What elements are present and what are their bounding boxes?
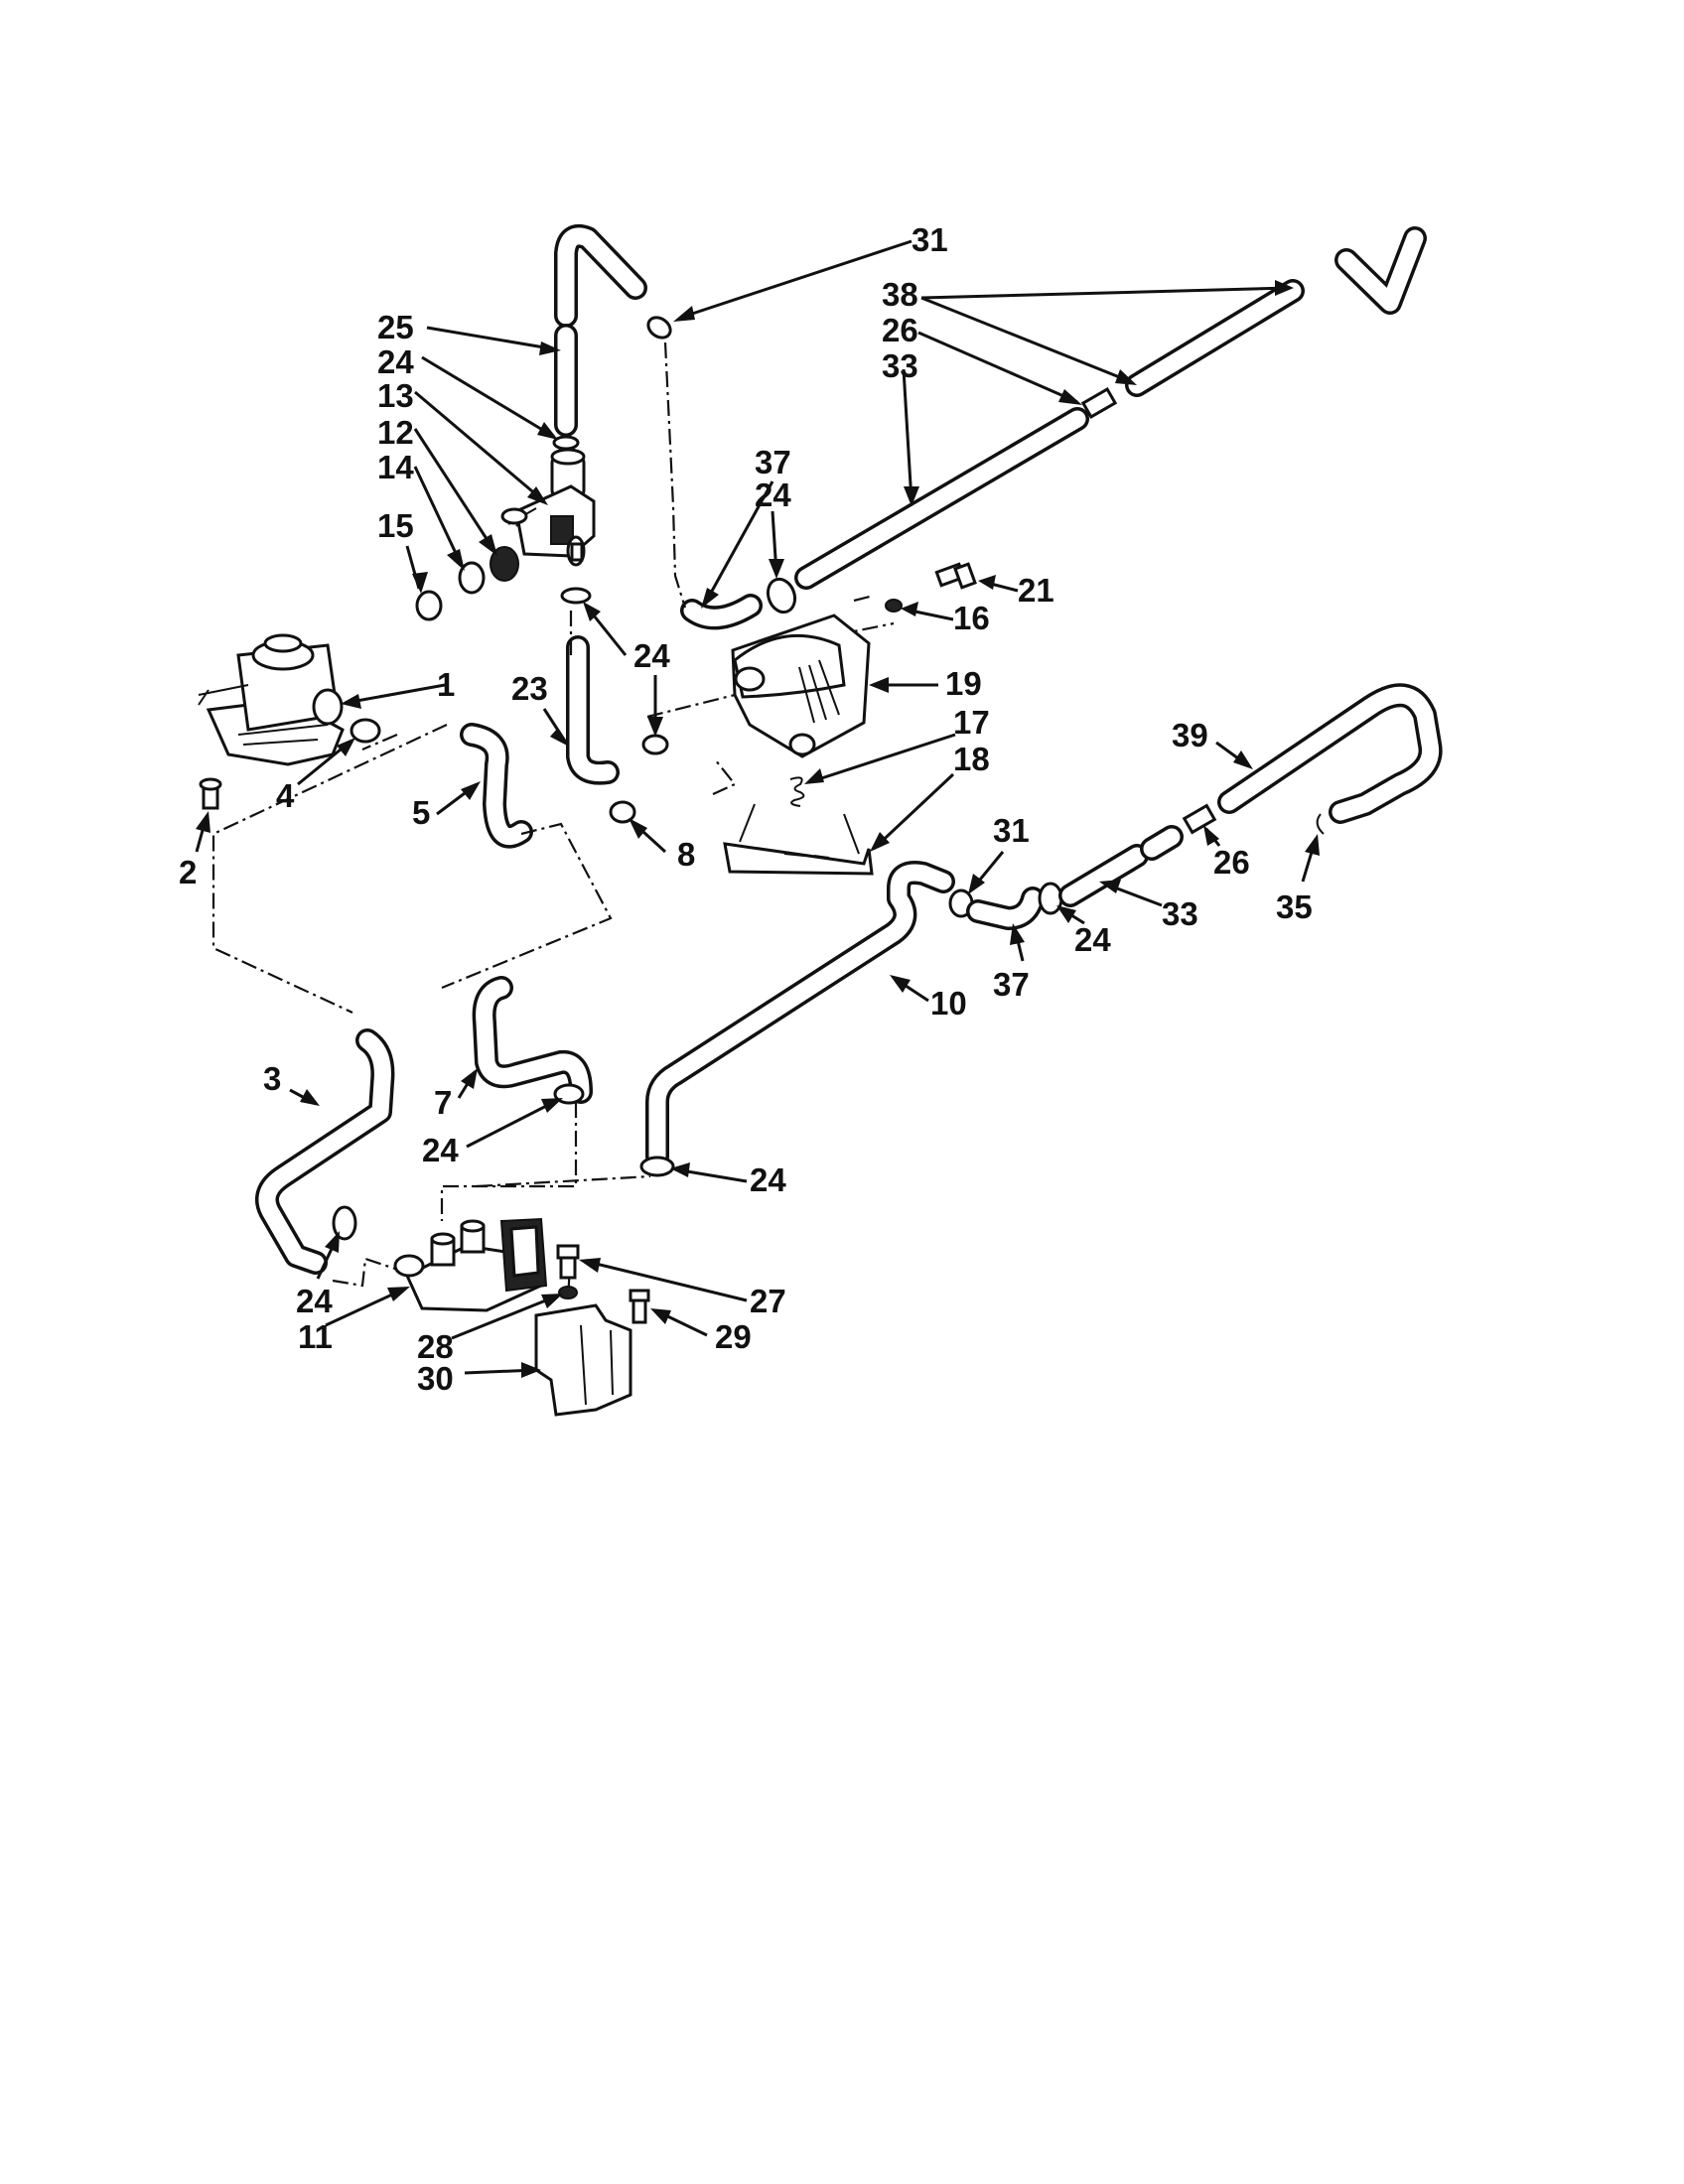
hose-5 xyxy=(460,723,533,849)
tube-33-lower xyxy=(1058,825,1184,907)
bracket-18 xyxy=(723,803,874,876)
label-11: 11 xyxy=(298,1318,333,1355)
hose-10 xyxy=(645,861,955,1168)
label-4: 4 xyxy=(276,777,295,814)
clamp-24-hose-3 xyxy=(332,1205,357,1241)
label-13: 13 xyxy=(377,377,414,414)
label-5: 5 xyxy=(412,794,430,831)
clamp-31-top xyxy=(646,316,672,340)
label-33-lower: 33 xyxy=(1162,895,1198,932)
label-39: 39 xyxy=(1172,717,1208,753)
connector-26-upper xyxy=(1080,387,1118,419)
label-24-valve-top: 24 xyxy=(377,343,414,380)
label-24-dome: 24 xyxy=(633,637,670,674)
washer-24-valve-bottom xyxy=(560,587,592,605)
clamp-8 xyxy=(609,800,636,824)
label-27: 27 xyxy=(750,1283,786,1319)
connector-26-lower xyxy=(1182,803,1217,835)
label-38: 38 xyxy=(882,276,918,313)
washer-12 xyxy=(490,546,519,582)
hose-3 xyxy=(255,1028,395,1275)
clamp-35 xyxy=(1316,813,1325,835)
washer-24-valve-top xyxy=(552,435,580,451)
label-35: 35 xyxy=(1276,888,1313,925)
valve-13 xyxy=(500,448,596,567)
label-15: 15 xyxy=(377,507,414,544)
label-26-upper: 26 xyxy=(882,312,918,348)
label-24-upper: 24 xyxy=(755,477,791,513)
clamp-24-upper-37 xyxy=(766,577,797,614)
label-23: 23 xyxy=(511,670,548,707)
screw-21 xyxy=(934,562,977,590)
hose-37-upper xyxy=(680,594,763,630)
label-10: 10 xyxy=(930,985,967,1022)
label-24-lower: 24 xyxy=(1074,921,1111,958)
clamp-24-hose-10 xyxy=(639,1156,675,1177)
tube-38 xyxy=(1125,279,1305,397)
washer-28 xyxy=(558,1286,578,1299)
nut-16 xyxy=(885,599,903,613)
hose-39 xyxy=(1217,683,1443,824)
label-18: 18 xyxy=(953,741,990,777)
label-16: 16 xyxy=(953,600,990,636)
leader-lines xyxy=(195,239,1320,1378)
screw-27 xyxy=(556,1244,580,1280)
label-24-hose-3: 24 xyxy=(296,1283,333,1319)
label-19: 19 xyxy=(945,665,982,702)
label-31-top: 31 xyxy=(912,221,948,258)
tube-33-upper xyxy=(794,407,1089,590)
label-28: 28 xyxy=(417,1328,454,1365)
label-25: 25 xyxy=(377,309,414,345)
clamp-24-dome xyxy=(641,734,669,755)
label-1: 1 xyxy=(437,666,455,703)
label-29: 29 xyxy=(715,1318,752,1355)
clamp-24-lower-37 xyxy=(1038,882,1063,915)
hose-7 xyxy=(472,976,593,1104)
hose-37-lower xyxy=(966,887,1045,930)
label-31-lower: 31 xyxy=(993,812,1030,849)
screw-29 xyxy=(629,1289,650,1324)
screw-2 xyxy=(199,777,222,810)
label-3: 3 xyxy=(263,1060,281,1097)
valve-11 xyxy=(393,1217,548,1312)
label-7: 7 xyxy=(434,1084,452,1121)
hoses xyxy=(255,224,1443,1275)
spring-17 xyxy=(789,776,805,807)
label-8: 8 xyxy=(677,836,695,873)
label-24-hose-7: 24 xyxy=(422,1132,459,1168)
part-number-labels: 31 38 26 33 25 24 13 12 14 15 37 24 21 1… xyxy=(179,221,1313,1397)
label-21: 21 xyxy=(1018,572,1054,609)
washer-15 xyxy=(415,590,443,621)
label-2: 2 xyxy=(179,854,197,890)
label-37-lower: 37 xyxy=(993,966,1030,1003)
label-17: 17 xyxy=(953,704,990,741)
connection-lines xyxy=(211,341,895,1301)
label-24-hose-10: 24 xyxy=(750,1161,786,1198)
tube-end-bend xyxy=(1334,226,1427,315)
gasket-4 xyxy=(350,718,381,744)
hose-23 xyxy=(566,635,620,785)
label-30: 30 xyxy=(417,1360,454,1397)
label-14: 14 xyxy=(377,449,414,485)
hose-top-bend xyxy=(554,224,647,328)
bracket-30 xyxy=(534,1303,632,1417)
label-12: 12 xyxy=(377,414,414,451)
label-26-lower: 26 xyxy=(1213,844,1250,881)
pump-assembly-1 xyxy=(198,633,345,766)
air-dome-19 xyxy=(731,614,871,758)
label-37-upper: 37 xyxy=(755,444,791,480)
washer-14 xyxy=(458,561,486,595)
label-33-upper: 33 xyxy=(882,347,918,384)
